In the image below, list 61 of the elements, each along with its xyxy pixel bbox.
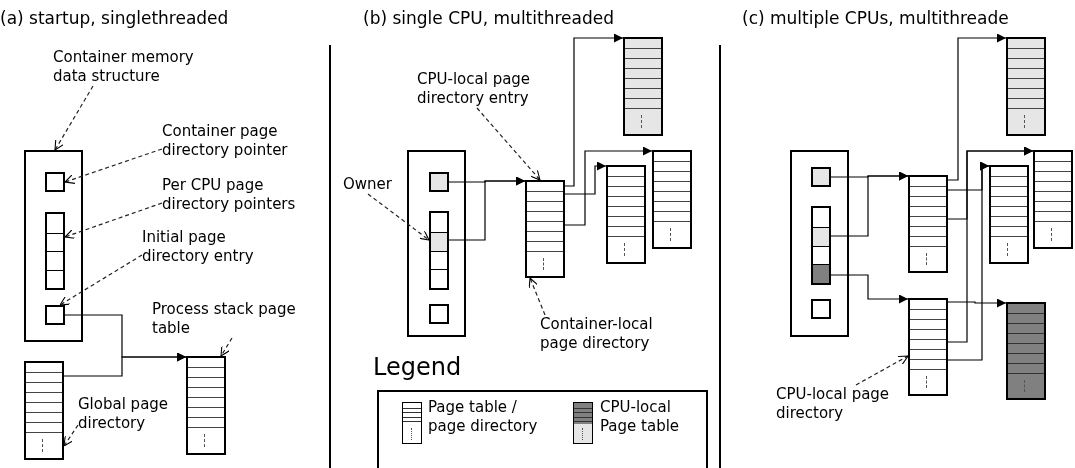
page-table <box>652 150 692 249</box>
arrow <box>947 146 1034 343</box>
legend-text: Page table / page directory <box>428 398 539 436</box>
page-table <box>623 37 663 136</box>
panel-title: (a) startup, singlethreaded <box>0 8 229 29</box>
page-table <box>186 356 226 455</box>
arrow <box>947 298 1007 308</box>
leader-line <box>476 107 541 181</box>
leader-line <box>220 337 233 357</box>
callout-label: Container-local page directory <box>540 315 675 353</box>
callout-label: Process stack page table <box>152 300 317 338</box>
page-directory <box>525 180 565 278</box>
leader-line <box>64 202 163 239</box>
pointer-array <box>429 211 449 290</box>
arrow <box>448 176 526 241</box>
callout-label: Initial page directory entry <box>142 228 287 266</box>
pointer-slot <box>429 172 449 192</box>
container-memory-box <box>24 150 83 342</box>
leader-line <box>367 193 430 241</box>
leader-line <box>59 254 143 306</box>
page-table <box>1033 150 1073 249</box>
page-table <box>1006 37 1046 136</box>
container-memory-box <box>790 150 849 337</box>
arrow <box>564 161 607 195</box>
callout-label: Per CPU page directory pointers <box>162 176 312 214</box>
pointer-slot <box>811 167 831 187</box>
panel-title: (b) single CPU, multithreaded <box>363 8 614 29</box>
pointer-array <box>45 212 65 290</box>
leader-line <box>64 148 163 184</box>
callout-label: Owner <box>343 175 413 194</box>
arrow <box>830 171 909 237</box>
leader-line <box>54 85 94 151</box>
pointer-slot <box>811 299 831 319</box>
leader-line <box>528 277 546 316</box>
page-table <box>1006 302 1046 400</box>
panel-title: (c) multiple CPUs, multithreade <box>742 8 1009 29</box>
page-directory <box>908 175 948 273</box>
arrow <box>947 161 990 361</box>
callout-label: Global page directory <box>78 395 198 433</box>
pointer-array <box>811 206 831 285</box>
callout-label: CPU-local page directory entry <box>417 70 552 108</box>
arrow <box>564 33 624 187</box>
callout-label: Container page directory pointer <box>162 122 312 160</box>
arrow <box>830 274 909 304</box>
leader-line <box>855 355 909 386</box>
arrow <box>947 33 1007 181</box>
arrow <box>63 352 187 377</box>
legend-text: CPU-local Page table <box>600 398 681 436</box>
pointer-slot <box>45 172 65 192</box>
arrow <box>564 146 653 226</box>
callout-label: CPU-local page directory <box>776 385 897 423</box>
pointer-slot <box>429 304 449 324</box>
page-directory <box>908 298 948 396</box>
legend-heading: Legend <box>373 353 462 382</box>
container-memory-box <box>407 150 466 337</box>
pointer-slot <box>45 305 65 325</box>
page-table <box>606 165 646 264</box>
page-table <box>989 165 1029 264</box>
leader-line <box>63 424 79 447</box>
callout-label: Container memory data structure <box>53 48 213 86</box>
page-directory <box>24 361 64 460</box>
